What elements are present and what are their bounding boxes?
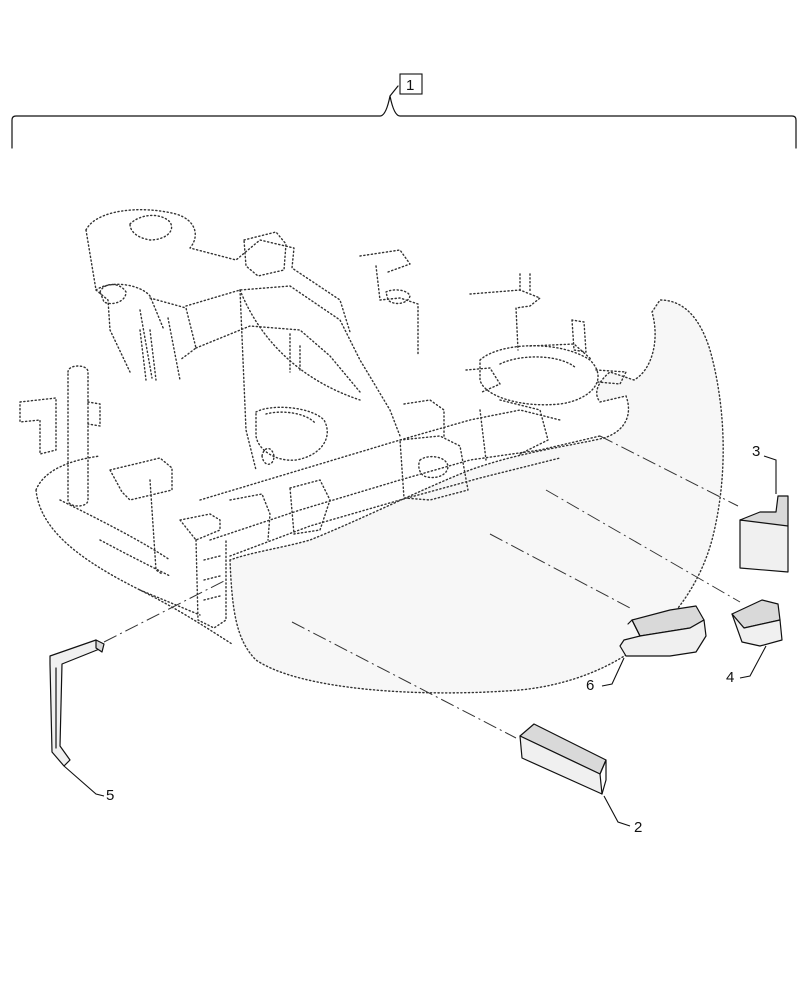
counterweight-outline bbox=[229, 299, 724, 694]
callout-box-1 bbox=[399, 73, 423, 95]
part-5[interactable]: 5 bbox=[49, 639, 114, 804]
part-6[interactable]: 6 bbox=[586, 605, 707, 694]
callout-2[interactable]: 2 bbox=[634, 819, 642, 836]
assembly-bracket: 1 bbox=[11, 73, 797, 149]
callout-5[interactable]: 5 bbox=[106, 787, 114, 804]
callout-6[interactable]: 6 bbox=[586, 677, 594, 694]
part-4[interactable]: 4 bbox=[726, 599, 783, 686]
callout-1[interactable]: 1 bbox=[406, 77, 414, 94]
upper-frame bbox=[19, 209, 627, 645]
part-3[interactable]: 3 bbox=[739, 443, 789, 573]
part-2[interactable]: 2 bbox=[519, 723, 642, 836]
callout-4[interactable]: 4 bbox=[726, 669, 734, 686]
alignment-lines bbox=[103, 435, 741, 739]
callout-3[interactable]: 3 bbox=[752, 443, 760, 460]
